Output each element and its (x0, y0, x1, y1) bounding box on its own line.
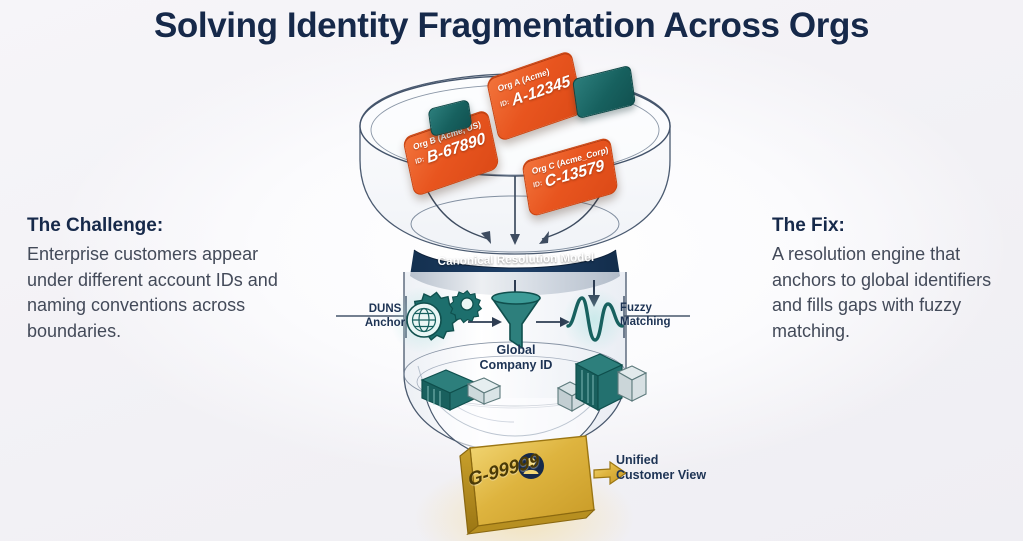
building-blocks-icon (556, 353, 648, 412)
page-title: Solving Identity Fragmentation Across Or… (153, 6, 870, 45)
challenge-body: Enterprise customers appear under differ… (27, 244, 278, 341)
duns-anchor-line2: Anchor (364, 317, 406, 330)
waveform-icon (562, 288, 626, 352)
funnel-diagram: Org A (Acme) ID:A-12345 Org B (Acme, US)… (318, 48, 710, 541)
duns-anchor-label: DUNS Anchor (354, 302, 416, 330)
fix-panel: The Fix: A resolution engine that anchor… (772, 215, 1017, 344)
fix-heading: The Fix: (772, 215, 845, 236)
unified-customer-view-line2: Customer View (616, 468, 707, 483)
database-blocks-icon (420, 369, 502, 411)
fuzzy-matching-label: Fuzzy Matching (620, 301, 700, 329)
person-icon (518, 453, 544, 479)
funnel-icon (491, 291, 541, 349)
fuzzy-matching-line2: Matching (620, 316, 671, 329)
duns-anchor-line1: DUNS (368, 303, 402, 315)
unified-customer-view-label: Unified Customer View (616, 453, 726, 484)
global-company-id-label: Global Company ID (458, 343, 574, 374)
fix-body: A resolution engine that anchors to glob… (772, 244, 992, 341)
challenge-heading: The Challenge: (27, 215, 164, 236)
unified-customer-view-line1: Unified (616, 453, 659, 467)
global-company-id-line1: Global (496, 343, 536, 357)
funnel-graphics (336, 73, 690, 541)
challenge-panel: The Challenge: Enterprise customers appe… (27, 215, 295, 344)
globe-gear-icon (390, 286, 460, 354)
output-tag (414, 435, 634, 541)
fuzzy-matching-line1: Fuzzy (620, 302, 652, 314)
global-company-id-line2: Company ID (479, 358, 553, 373)
